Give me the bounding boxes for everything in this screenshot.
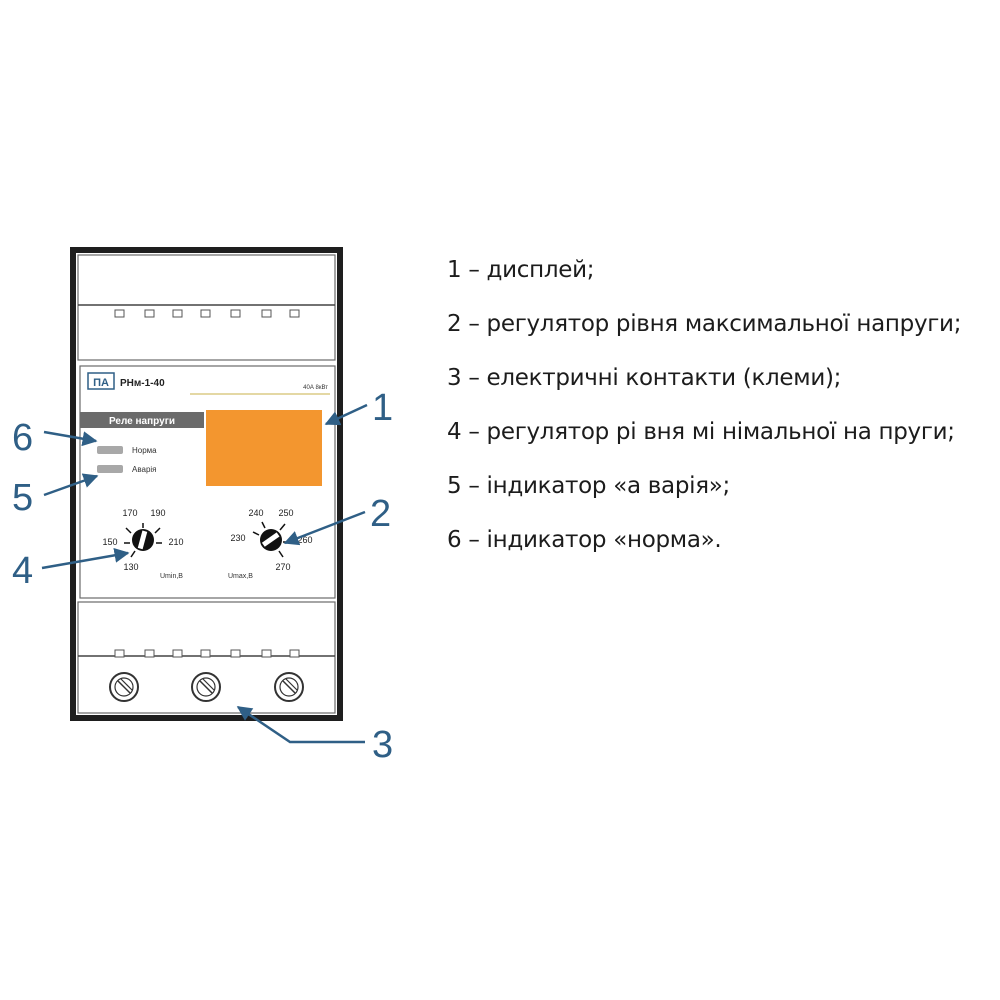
legend-item-6: 6 – індикатор «норма». <box>447 527 722 553</box>
brand-logo-text: ПА <box>93 377 109 389</box>
legend: 1 – дисплей; 2 – регулятор рівня максима… <box>447 248 997 572</box>
rating-label: 40А 8кВт <box>303 385 328 391</box>
umin-tick: 150 <box>102 537 117 547</box>
alarm-led <box>97 465 123 473</box>
umin-tick: 170 <box>122 508 137 518</box>
umax-tick: 270 <box>275 562 290 572</box>
screw-terminal-2 <box>191 672 221 702</box>
legend-item-5: 5 – індикатор «а варія»; <box>447 473 730 499</box>
panel-title-bar <box>80 412 204 428</box>
callout-number-4: 4 <box>12 550 33 592</box>
callout-line-1 <box>324 403 368 426</box>
umax-label: Umax,В <box>228 573 253 580</box>
umax-tick: 260 <box>297 535 312 545</box>
screw-terminal-1 <box>109 672 139 702</box>
callout-line-4 <box>41 547 130 570</box>
model-label: РНм-1-40 <box>120 378 165 389</box>
terminal-screws <box>109 672 304 702</box>
callout-number-6: 6 <box>12 417 33 459</box>
legend-item-3: 3 – електричні контакти (клеми); <box>447 365 842 391</box>
bottom-terminal-slots <box>114 649 300 658</box>
umin-label: Umin,В <box>160 573 183 580</box>
umin-tick: 130 <box>123 562 138 572</box>
callout-line-2 <box>283 510 366 546</box>
callout-line-5 <box>43 473 99 497</box>
callouts <box>41 403 368 744</box>
umax-tick: 240 <box>248 508 263 518</box>
brand-logo <box>87 372 115 390</box>
umax-knob-group: 230 240 250 260 270 Umax,В <box>228 508 313 580</box>
display <box>206 410 322 486</box>
screw-terminal-3 <box>274 672 304 702</box>
legend-item-1: 1 – дисплей; <box>447 257 595 283</box>
panel-title: Реле напруги <box>109 416 175 427</box>
callout-number-2: 2 <box>370 493 391 535</box>
umax-tick: 230 <box>230 533 245 543</box>
umin-tick: 190 <box>150 508 165 518</box>
umin-tick: 210 <box>168 537 183 547</box>
umin-knob-group: 150 170 190 210 130 Umin,В <box>102 508 183 580</box>
callout-number-1: 1 <box>372 387 393 429</box>
callout-number-3: 3 <box>372 724 393 766</box>
callout-number-5: 5 <box>12 477 33 519</box>
relay-device: ПА РНм-1-40 40А 8кВт Реле напруги Норма … <box>70 247 343 721</box>
top-terminal-block <box>77 254 336 361</box>
legend-item-4: 4 – регулятор рі вня мі німальної на пру… <box>447 419 955 445</box>
callout-line-3 <box>236 705 365 744</box>
umax-tick: 250 <box>278 508 293 518</box>
legend-item-2: 2 – регулятор рівня максимальної напруги… <box>447 311 962 337</box>
norm-led <box>97 446 123 454</box>
norm-led-label: Норма <box>132 446 157 455</box>
alarm-led-label: Аварія <box>132 465 157 474</box>
top-terminal-slots <box>114 309 300 318</box>
callout-line-6 <box>43 430 98 447</box>
